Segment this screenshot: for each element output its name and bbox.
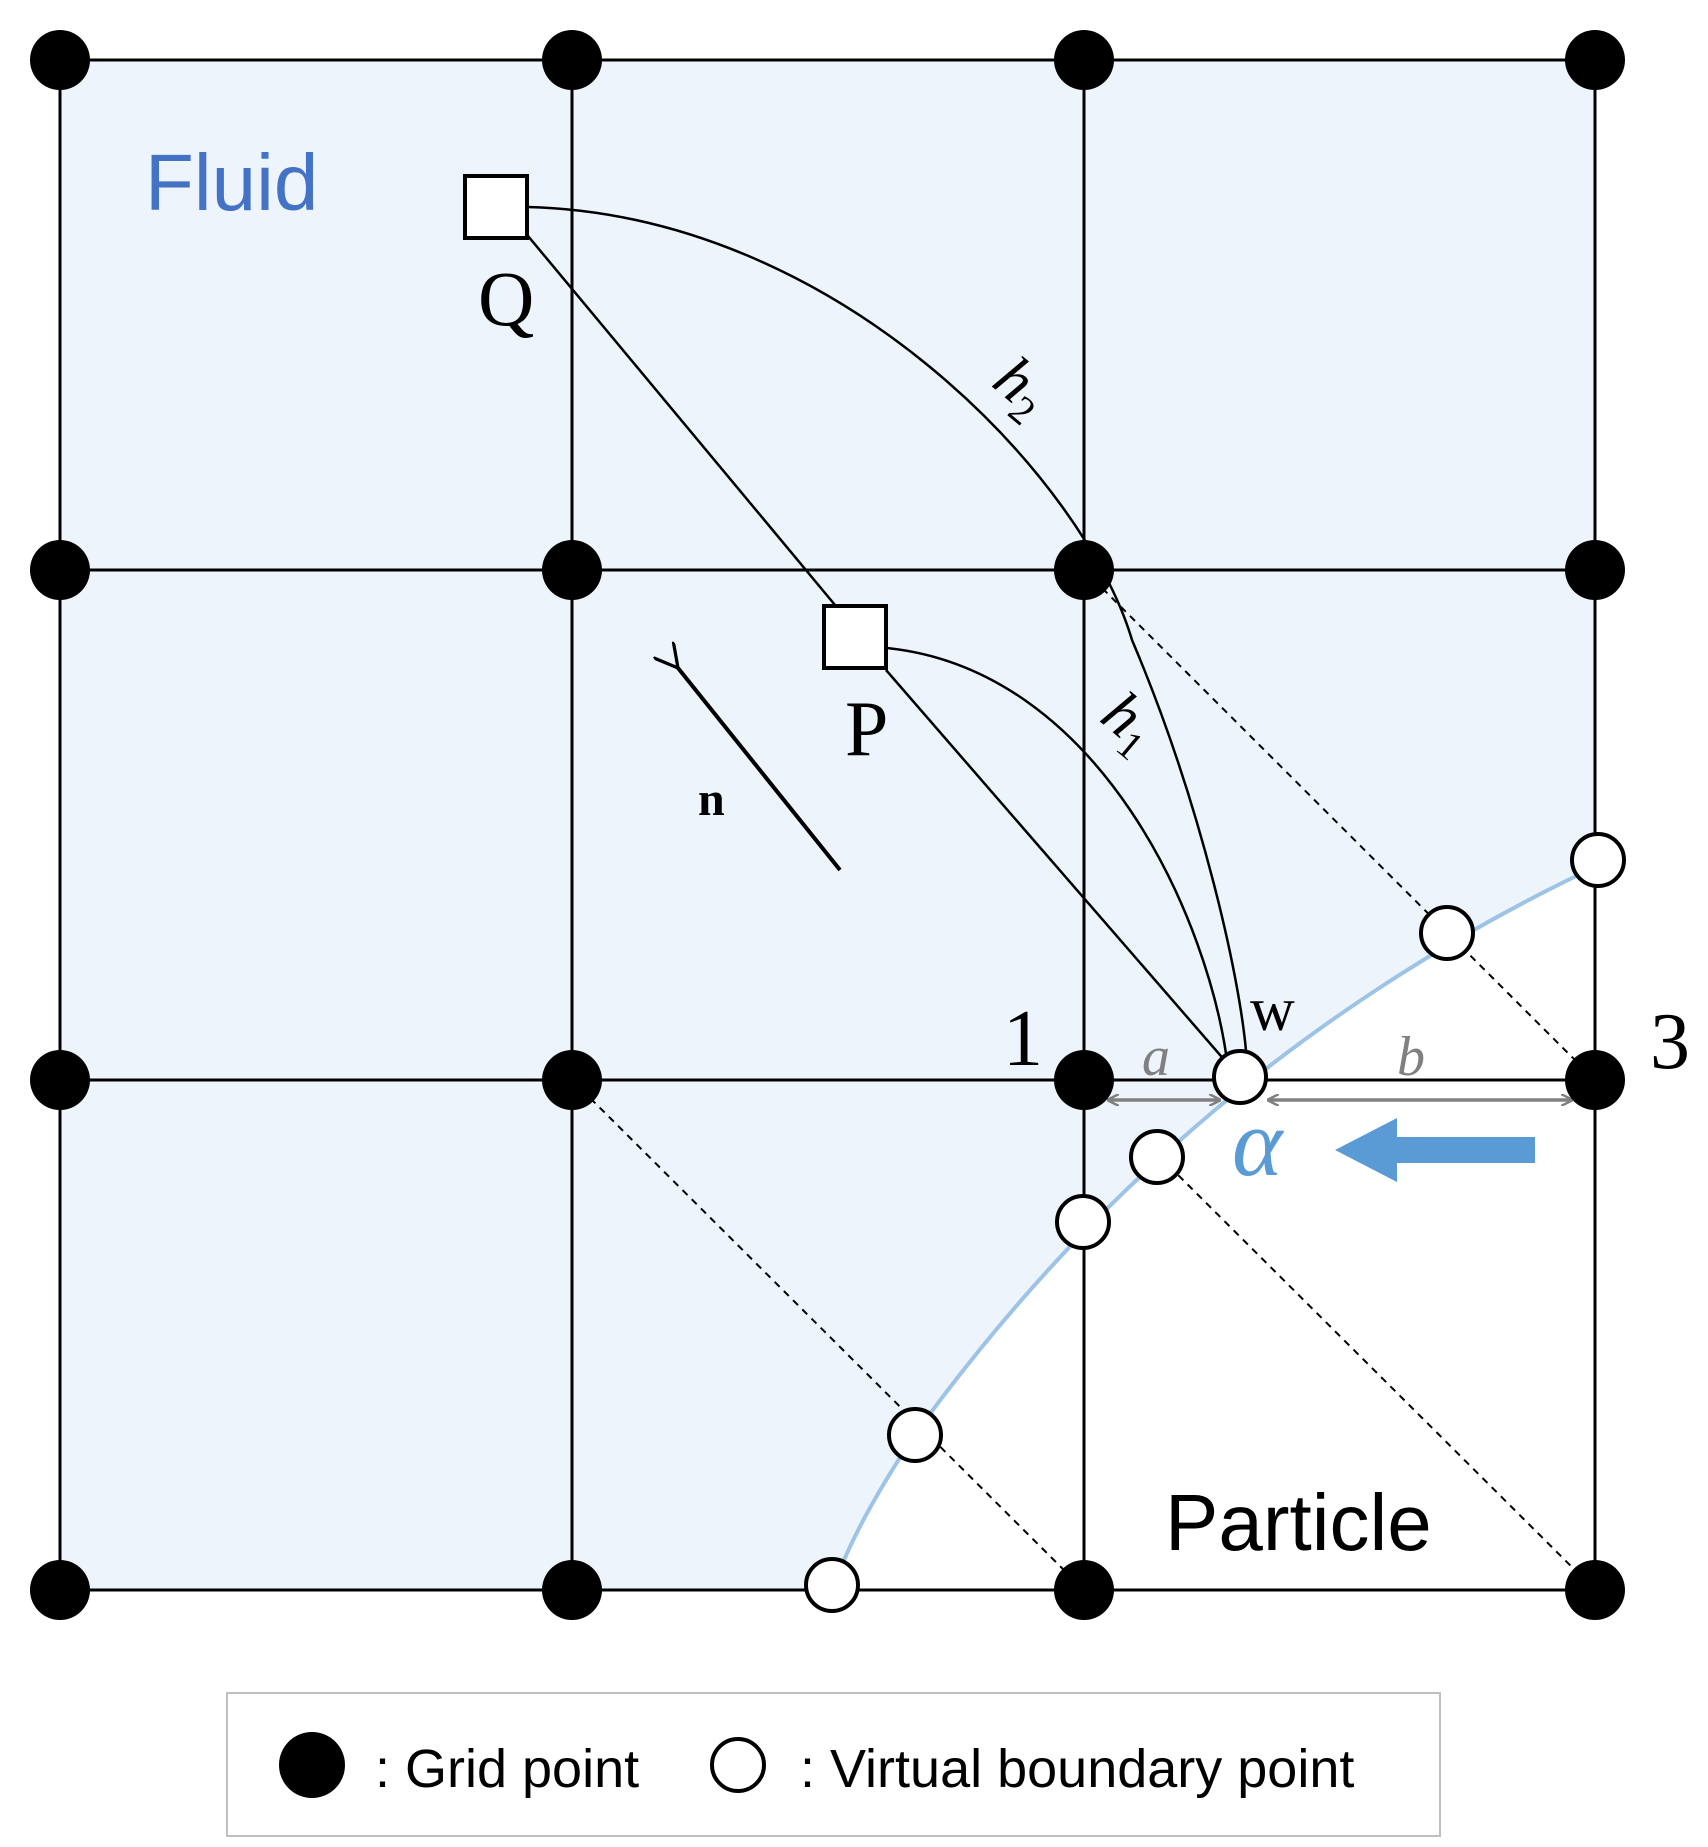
a-label: a	[1142, 1026, 1170, 1088]
legend-grid-point-icon	[279, 1732, 345, 1798]
node-1-label: 1	[1003, 995, 1043, 1083]
virtual-boundary-point-w	[1212, 1049, 1268, 1105]
grid-point	[30, 30, 90, 90]
particle-boundary-curve	[830, 865, 1596, 1591]
virtual-boundary-point	[1129, 1129, 1185, 1185]
b-label: b	[1397, 1026, 1425, 1088]
legend: : Grid point : Virtual boundary point	[226, 1692, 1441, 1837]
virtual-boundary-point	[804, 1557, 860, 1613]
virtual-boundary-point	[1055, 1194, 1111, 1250]
node-3-label: 3	[1650, 998, 1690, 1086]
grid-point	[1565, 540, 1625, 600]
legend-virtual-boundary-point-label: : Virtual boundary point	[800, 1739, 1354, 1799]
particle-label: Particle	[1165, 1478, 1432, 1567]
virtual-boundary-points	[804, 832, 1626, 1613]
alpha-direction-arrow	[1335, 1118, 1535, 1182]
virtual-boundary-point	[887, 1407, 943, 1463]
grid-point	[1054, 1560, 1114, 1620]
grid-points	[30, 30, 1625, 1620]
w-label: w	[1250, 976, 1295, 1044]
grid-point	[542, 1560, 602, 1620]
grid-point	[30, 540, 90, 600]
h1-arc	[886, 646, 1230, 1069]
normal-links	[527, 235, 1241, 1079]
grid-point	[30, 1050, 90, 1110]
fluid-region	[60, 60, 1595, 1590]
point-q-square	[463, 174, 529, 240]
grid-point	[1054, 30, 1114, 90]
legend-virtual-boundary-point-icon	[710, 1737, 766, 1793]
virtual-boundary-point	[1570, 832, 1626, 888]
fluid-label: Fluid	[145, 138, 318, 227]
grid-point	[30, 1560, 90, 1620]
normal-n-label: n	[698, 773, 725, 826]
grid-point	[542, 1050, 602, 1110]
normal-vector-arrow	[678, 668, 842, 872]
grid-point	[1565, 30, 1625, 90]
alpha-label: α	[1232, 1089, 1284, 1196]
virtual-boundary-point	[1419, 905, 1475, 961]
grid-point-3	[1565, 1050, 1625, 1110]
legend-grid-point-label: : Grid point	[375, 1739, 639, 1799]
grid-point	[1565, 1560, 1625, 1620]
point-p-square	[822, 604, 888, 670]
grid-lines	[58, 58, 1597, 1592]
grid-point	[1054, 540, 1114, 600]
grid-point	[542, 540, 602, 600]
dashed-lattice-links	[571, 569, 1596, 1591]
q-label: Q	[478, 255, 534, 342]
h2-arc	[527, 205, 1249, 1066]
grid-point	[542, 30, 602, 90]
grid-point-1	[1054, 1050, 1114, 1110]
p-label: P	[845, 685, 888, 772]
legend-box	[226, 1692, 1441, 1837]
